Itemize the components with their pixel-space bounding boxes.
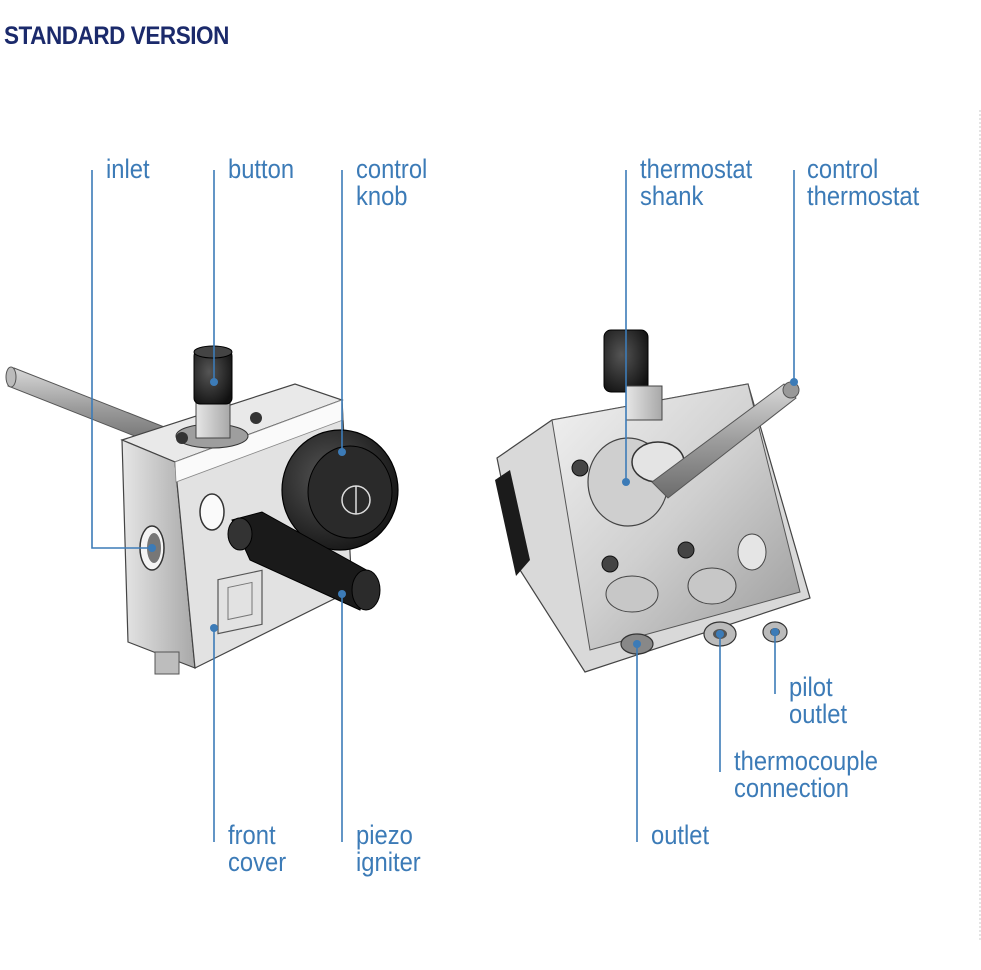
label-button: button (228, 154, 295, 184)
label-control-knob: control knob (356, 154, 428, 211)
valve-front-view (5, 345, 399, 675)
label-thermocouple-connection: thermocouple connection (734, 746, 878, 803)
label-front-cover: front cover (228, 820, 287, 877)
label-outlet: outlet (651, 820, 710, 850)
label-thermostat-shank: thermostat shank (640, 154, 753, 211)
leader-lines (91, 170, 795, 842)
page-edge-divider (977, 110, 981, 940)
label-inlet: inlet (106, 154, 150, 184)
label-piezo-igniter: piezo igniter (356, 820, 421, 877)
valve-rear-view (495, 329, 811, 673)
leader-inlet (91, 170, 152, 549)
page-title: STANDARD VERSION (4, 22, 229, 50)
label-control-thermostat: control thermostat (807, 154, 920, 211)
leader-dots (148, 378, 798, 648)
label-pilot-outlet: pilot outlet (789, 672, 848, 729)
